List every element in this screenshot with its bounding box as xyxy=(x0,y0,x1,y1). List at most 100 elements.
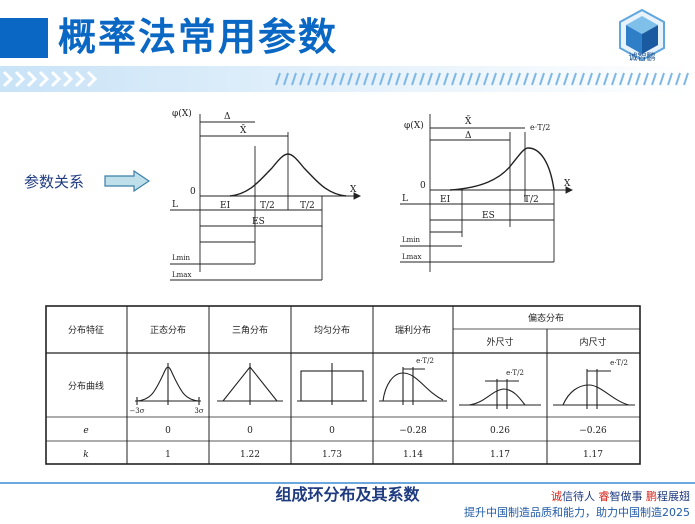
sigma-right-label: 3σ xyxy=(194,407,203,415)
skew-header: 偏态分布 xyxy=(528,312,564,324)
band-slash xyxy=(547,72,553,86)
k-outer: 1.17 xyxy=(490,450,510,460)
footer-divider xyxy=(0,482,695,484)
lmin-label-left: Lmin xyxy=(172,254,191,262)
e-row-label: e xyxy=(83,426,88,436)
col-name-inner: 内尺寸 xyxy=(579,336,606,348)
band-slash xyxy=(483,72,489,86)
band-slash xyxy=(419,72,425,86)
band-slash xyxy=(315,72,321,86)
band-slash xyxy=(451,72,457,86)
band-slash xyxy=(635,72,641,86)
band-slash xyxy=(595,72,601,86)
distribution-table: 分布特征 分布曲线 e k 偏态分布 正态分布 三角分布 均匀分布 瑞利分布 外… xyxy=(45,305,641,465)
band-slash xyxy=(531,72,537,86)
k-rayleigh: 1.14 xyxy=(403,450,423,460)
es-label-right: ES xyxy=(482,211,495,221)
band-slash xyxy=(651,72,657,86)
band-slash xyxy=(395,72,401,86)
slogan-char-5: 鹏 xyxy=(646,490,657,503)
band-slash xyxy=(427,72,433,86)
band-slash xyxy=(571,72,577,86)
band-slash xyxy=(563,72,569,86)
band-slash xyxy=(555,72,561,86)
band-slash xyxy=(347,72,353,86)
logo-icon xyxy=(619,8,665,62)
lmax-label-right: Lmax xyxy=(402,253,421,261)
band-slash xyxy=(459,72,465,86)
band-slash xyxy=(627,72,633,86)
ei-label-left: EI xyxy=(220,201,231,211)
normal-curve xyxy=(135,363,201,405)
diagram-right-labels: φ(X) X̄ Δ e·T/2 0 X L EI T/2 ES Lmin Lma… xyxy=(402,115,571,261)
band-slash xyxy=(307,72,313,86)
es-label-left: ES xyxy=(252,217,265,227)
band-slash xyxy=(323,72,329,86)
band-slash xyxy=(371,72,377,86)
row-header: 分布特征 xyxy=(68,324,104,336)
param-relation-label: 参数关系 xyxy=(24,173,85,191)
band-slash xyxy=(475,72,481,86)
band-slash xyxy=(363,72,369,86)
slogan-line1: 诚信待人 睿智做事 鹏程展翅 xyxy=(420,488,690,504)
title-accent-bar xyxy=(0,18,48,58)
k-uniform: 1.73 xyxy=(322,450,342,460)
col-name-rayleigh: 瑞利分布 xyxy=(395,324,431,336)
col-name-outer: 外尺寸 xyxy=(486,336,513,348)
decorative-band xyxy=(0,66,695,92)
band-slash xyxy=(683,72,689,86)
e-normal: 0 xyxy=(165,426,171,436)
t2b-label-left: T/2 xyxy=(300,201,315,211)
k-normal: 1 xyxy=(165,450,171,460)
band-slash xyxy=(435,72,441,86)
slogan-char-1: 诚 xyxy=(551,490,562,503)
e-outer: 0.26 xyxy=(490,426,510,436)
uniform-curve xyxy=(297,363,367,405)
band-slash xyxy=(387,72,393,86)
band-slash xyxy=(411,72,417,86)
arrow-right-icon xyxy=(104,170,150,192)
l-label-left: L xyxy=(172,200,178,210)
logo-wordmark: 诚智鹏 xyxy=(628,53,656,63)
band-slash xyxy=(499,72,505,86)
band-slash xyxy=(619,72,625,86)
sigma-left-label: −3σ xyxy=(129,407,144,415)
col-name-uniform: 均匀分布 xyxy=(314,324,350,336)
e-uniform: 0 xyxy=(329,426,335,436)
slogan-part-2: 信待人 xyxy=(562,490,599,503)
band-slash xyxy=(603,72,609,86)
curve-row-label: 分布曲线 xyxy=(68,380,104,392)
band-slash xyxy=(339,72,345,86)
band-slash xyxy=(331,72,337,86)
diagram-left xyxy=(170,114,362,281)
inner-size-curve xyxy=(553,369,635,409)
t2-label-right: T/2 xyxy=(524,195,539,205)
e-rayleigh: −0.28 xyxy=(399,426,427,436)
band-slash xyxy=(523,72,529,86)
zero-label-left: 0 xyxy=(190,187,196,197)
page-title: 概率法常用参数 xyxy=(58,15,339,59)
slogan-part-4: 智做事 xyxy=(609,490,646,503)
band-slash xyxy=(587,72,593,86)
slogan-line2: 提升中国制造品质和能力，助力中国制造2025 xyxy=(464,506,690,519)
lmin-label-right: Lmin xyxy=(402,236,421,244)
k-triangle: 1.22 xyxy=(240,450,260,460)
outer-size-curve xyxy=(459,379,541,409)
band-slash xyxy=(667,72,673,86)
band-slash xyxy=(579,72,585,86)
slogan-part-6: 程展翅 xyxy=(657,490,690,503)
xbar-label-right: X̄ xyxy=(465,115,472,127)
ei-label-right: EI xyxy=(440,195,451,205)
x-axis-label-right: X xyxy=(564,179,571,189)
diagram-left-labels: φ(X) Δ X̄ 0 X L EI T/2 T/2 ES Lmin Lmax xyxy=(172,108,357,279)
k-row-label: k xyxy=(83,450,88,460)
phi-label-right: φ(X) xyxy=(404,120,424,131)
zero-label-right: 0 xyxy=(420,181,426,191)
phi-label-left: φ(X) xyxy=(172,108,192,119)
t2a-label-left: T/2 xyxy=(260,201,275,211)
band-slash xyxy=(659,72,665,86)
delta-label-left: Δ xyxy=(224,112,231,122)
band-slash xyxy=(283,72,289,86)
band-slash xyxy=(379,72,385,86)
parameter-diagram: φ(X) Δ X̄ 0 X L EI T/2 T/2 ES Lmin Lmax … xyxy=(170,108,574,281)
